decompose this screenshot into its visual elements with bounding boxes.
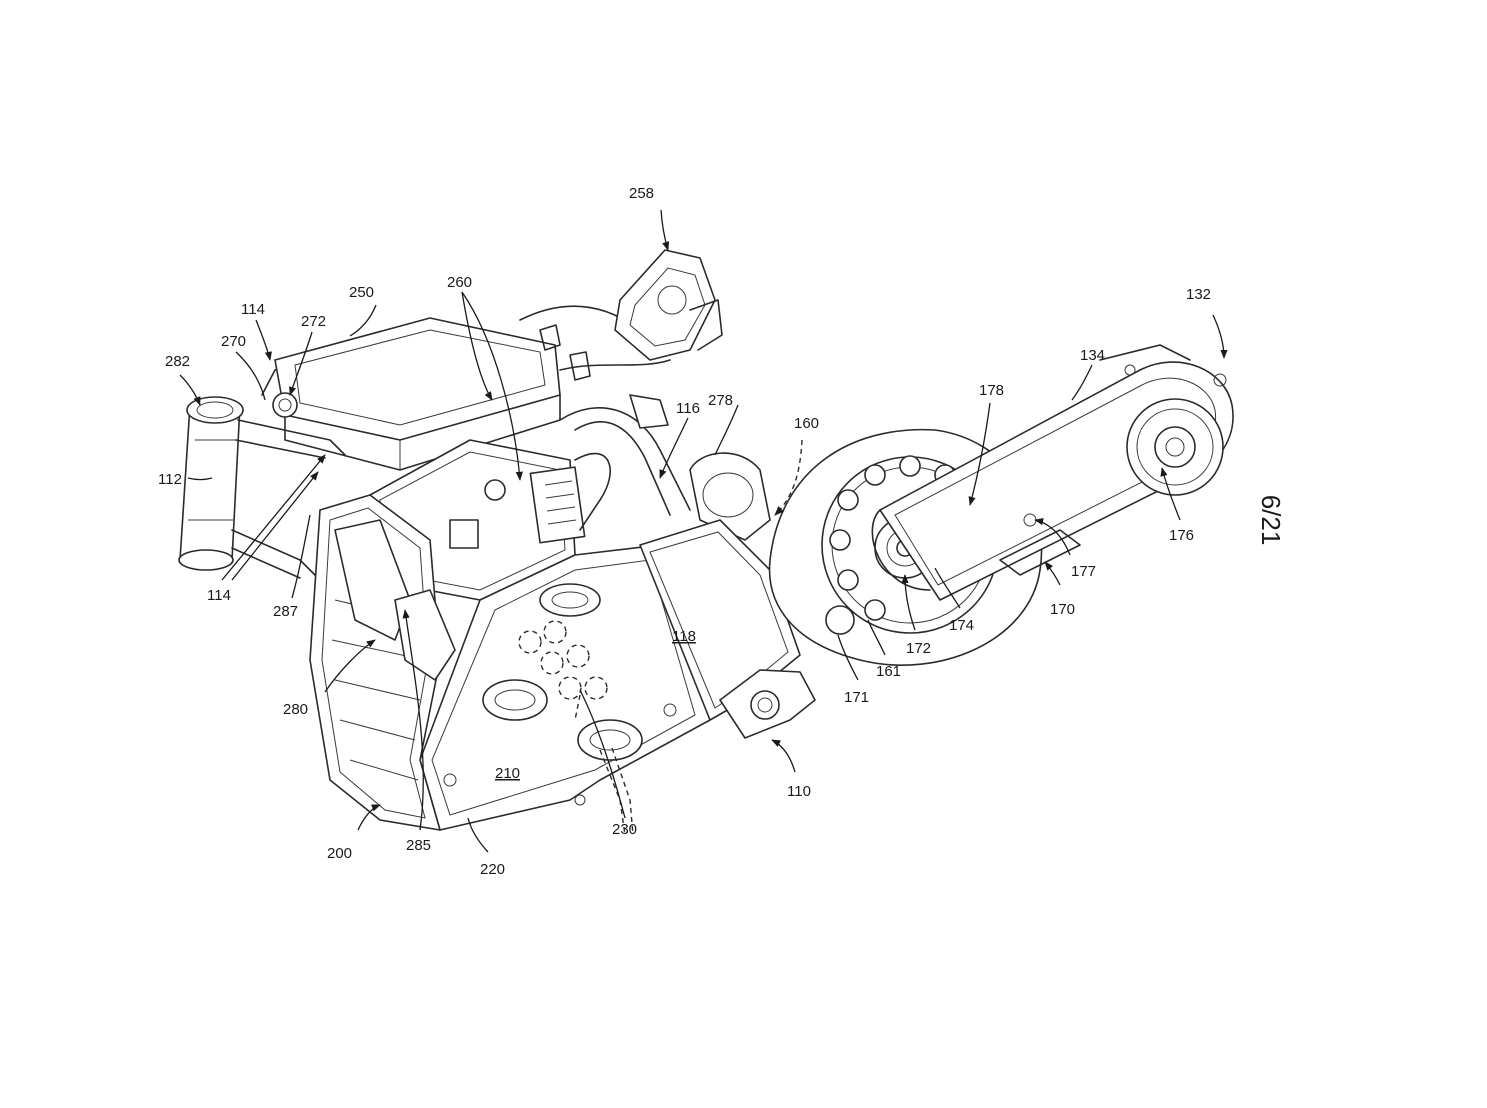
label-161: 161 — [876, 663, 901, 680]
label-171: 171 — [844, 689, 869, 706]
label-160: 160 — [794, 415, 819, 432]
label-282: 282 — [165, 353, 190, 370]
label-172: 172 — [906, 640, 931, 657]
battery-top-unit — [272, 317, 561, 471]
label-278: 278 — [708, 392, 733, 409]
label-114-bottom: 114 — [207, 587, 231, 604]
motorcycle-powertrain-drawing — [178, 249, 1234, 836]
label-174: 174 — [949, 617, 974, 634]
sheet-number: 6/21 — [1256, 495, 1286, 546]
connector-module — [614, 249, 723, 361]
label-280: 280 — [283, 701, 308, 718]
label-285: 285 — [406, 837, 431, 854]
label-132: 132 — [1186, 286, 1211, 303]
label-176: 176 — [1169, 527, 1194, 544]
label-220: 220 — [480, 861, 505, 878]
label-287: 287 — [273, 603, 298, 620]
label-270: 270 — [221, 333, 246, 350]
label-210: 210 — [495, 765, 520, 782]
label-178: 178 — [979, 382, 1004, 399]
belt-drive-swingarm — [871, 344, 1234, 601]
swingarm-pivot-bracket — [719, 669, 816, 739]
label-114-top: 114 — [241, 301, 265, 318]
leader-lines — [179, 209, 1228, 853]
steering-head-tube — [178, 396, 244, 571]
label-250: 250 — [349, 284, 374, 301]
label-230: 230 — [612, 821, 637, 838]
label-118: 118 — [672, 628, 696, 645]
label-112: 112 — [158, 471, 182, 488]
reference-numerals: 258 250 260 114 272 282 270 112 114 287 … — [158, 185, 1211, 878]
label-258: 258 — [629, 185, 654, 202]
label-170: 170 — [1050, 601, 1075, 618]
label-272: 272 — [301, 313, 326, 330]
label-110: 110 — [787, 783, 811, 800]
left-side-radiator — [309, 494, 456, 831]
label-260: 260 — [447, 274, 472, 291]
label-116: 116 — [676, 400, 700, 417]
label-200: 200 — [327, 845, 352, 862]
label-134: 134 — [1080, 347, 1105, 364]
label-177: 177 — [1071, 563, 1096, 580]
upper-frame-loop — [559, 394, 691, 516]
lower-case — [419, 544, 711, 836]
motor-housing — [689, 452, 771, 541]
